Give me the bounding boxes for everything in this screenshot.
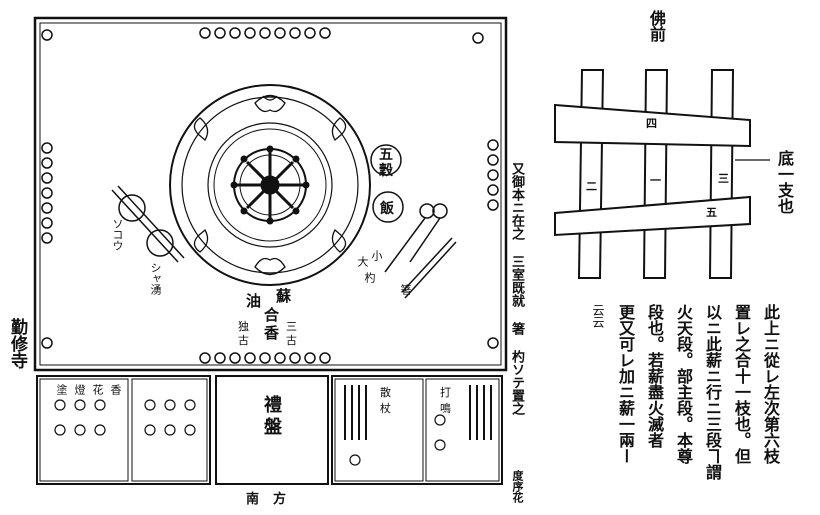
left-circle-2 <box>146 229 174 257</box>
bottom-box-right-inner <box>334 378 424 482</box>
bottom-circles <box>199 352 331 364</box>
incense-label-3: 香 <box>264 324 280 342</box>
text-column-3: 以ニ此薪ニ行ニ三段ヿ謂 <box>703 304 722 480</box>
bottom-left-label-3: 燈 <box>73 384 86 395</box>
text-column-6: 更又可レ加ニ薪一兩ー <box>616 304 635 464</box>
firewood-sticks <box>554 69 751 279</box>
grain-label-2: 穀 <box>379 163 393 179</box>
bottom-stick-label: 底一支也 <box>775 150 794 214</box>
buddha-front-label: 佛前 <box>647 10 666 42</box>
bottom-right-label-1: 散 <box>380 386 391 399</box>
stick-number-3: 三 <box>718 172 729 185</box>
bottom-right-label-2: 杖 <box>380 402 391 415</box>
bottom-box-left <box>36 375 211 485</box>
rice-circle <box>372 191 404 223</box>
text-column-5: 段也。若薪盡火滅者 <box>645 304 664 448</box>
hearth-outer-ring <box>169 84 371 286</box>
bottom-box-center-frame <box>215 375 329 485</box>
bottom-left-label-2: 花 <box>91 384 104 395</box>
south-direction-label: 南方 <box>246 492 301 507</box>
left-circle-label-2: シャ湧 <box>149 262 162 295</box>
lotus-petals <box>193 94 347 276</box>
text-column-1: 此上ニ從レ左次第六枝 <box>761 304 780 464</box>
hearth-ring-4 <box>213 128 327 242</box>
bottom-left-label-1: 香 <box>109 384 122 395</box>
temple-name-label: 勤修寺 <box>7 318 27 369</box>
spoon-label-3: 杓 <box>363 272 376 283</box>
hearth-ring-2 <box>181 96 359 274</box>
text-column-4: 火天段。部主段。本尊 <box>674 304 693 464</box>
extra-label-3: 三 <box>286 320 297 333</box>
altar-outer-frame <box>33 16 508 372</box>
spoon-circle-1 <box>419 203 435 219</box>
grain-label-1: 五 <box>379 147 393 163</box>
stick-number-2: 二 <box>586 180 597 193</box>
extra-label-2: 古 <box>238 334 249 347</box>
grain-circle <box>370 144 402 176</box>
bottom-bars <box>344 385 492 440</box>
extra-label-1: 独 <box>238 320 249 333</box>
stick-number-5: 五 <box>706 206 717 219</box>
incense-label-1: 蘇 <box>276 287 292 305</box>
extra-label-4: 古 <box>286 334 297 347</box>
stick-number-1: 一 <box>650 174 661 187</box>
altar-inner-frame <box>39 22 502 366</box>
bottom-box-center-label: 禮盤 <box>261 395 282 439</box>
spoon-label-2: 小 <box>370 250 383 261</box>
incense-label-2: 合 <box>264 306 280 324</box>
rice-label: 飯 <box>380 201 394 217</box>
bottom-marks <box>54 399 446 466</box>
spoon-label-1: 大 <box>356 256 369 267</box>
hearth-ring-3 <box>207 122 333 248</box>
right-side-note: 又御本ニ在之 三室既就 箸 杓ソテ置之 <box>509 162 524 415</box>
bottom-box-left-inner <box>39 378 129 482</box>
bottom-right-label-4: 鳴 <box>440 402 451 415</box>
left-circle-1 <box>118 194 146 222</box>
left-circles <box>41 142 53 349</box>
spoon-circle-2 <box>432 203 448 219</box>
bottom-left-label-4: 塗 <box>55 384 68 395</box>
right-circles <box>487 139 499 349</box>
stick-number-4: 四 <box>646 117 657 130</box>
bottom-box-right <box>331 375 503 485</box>
wheel-icon <box>230 145 310 225</box>
bottom-box-left-inner2 <box>131 378 208 482</box>
bottom-right-note: 度序花 <box>511 470 524 503</box>
left-circle-label-1: ソコウ <box>111 218 124 251</box>
top-circles <box>41 27 484 44</box>
oil-label: 油 <box>246 292 262 310</box>
text-column-2: 置レ之合十一枝也。但 <box>732 304 751 464</box>
bottom-right-label-3: 打 <box>440 386 451 399</box>
bottom-box-right-inner2 <box>425 378 500 482</box>
chopsticks-label: 箸 <box>399 284 412 295</box>
text-column-7: 云云 <box>591 304 605 328</box>
